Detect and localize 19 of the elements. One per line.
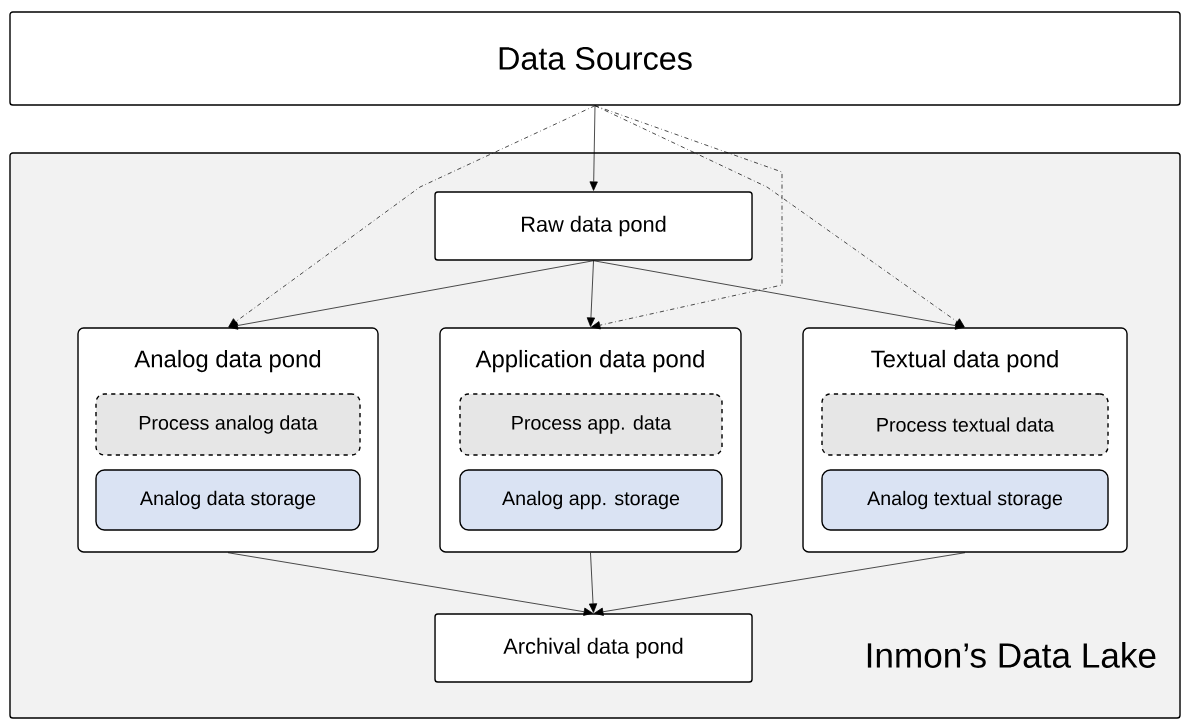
process-box: Process app. data (459, 393, 723, 456)
arrow (594, 552, 966, 616)
arrow (228, 105, 596, 328)
pond-box: Raw data pond (434, 191, 753, 261)
arrow (227, 552, 593, 616)
storage-box: Analog app. storage (459, 469, 723, 531)
source-box: Data Sources (9, 11, 1181, 106)
arrow (586, 260, 596, 327)
arrow (594, 105, 965, 328)
storage-box: Analog data storage (95, 469, 361, 531)
arrow (593, 260, 965, 330)
pond-box: Archival data pond (434, 613, 753, 683)
arrow (228, 260, 594, 330)
process-box: Process textual data (821, 393, 1109, 456)
storage-box: Analog textual storage (821, 469, 1109, 531)
arrow (591, 105, 783, 330)
process-box: Process analog data (95, 393, 361, 456)
arrow (588, 552, 598, 613)
arrow (589, 105, 598, 191)
